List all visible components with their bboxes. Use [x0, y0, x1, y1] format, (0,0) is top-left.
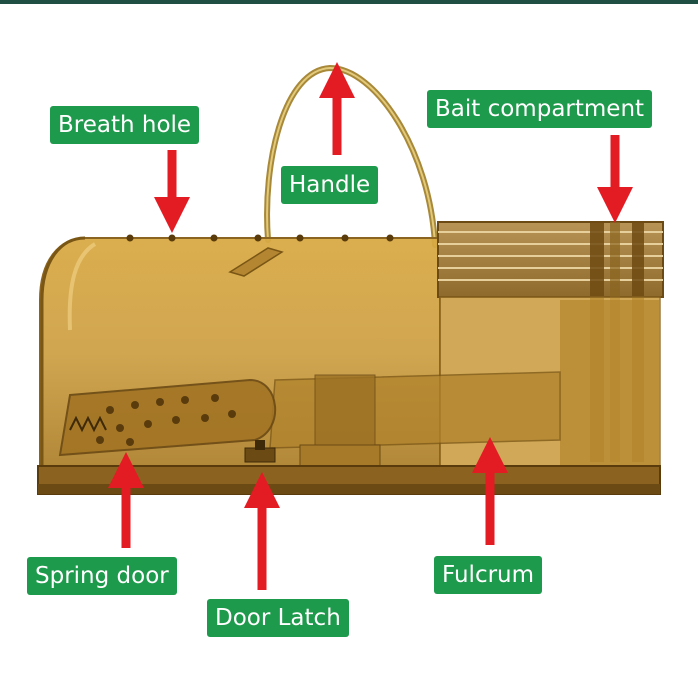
label-fulcrum: Fulcrum [434, 556, 543, 594]
label-spring-door: Spring door [27, 557, 177, 595]
label-handle: Handle [281, 166, 379, 204]
label-breath-hole: Breath hole [50, 106, 200, 144]
spring-door-shape [58, 378, 277, 457]
top-border [0, 0, 698, 4]
label-bait-compartment: Bait compartment [427, 90, 653, 128]
floor-plates [269, 371, 561, 471]
arrows [108, 62, 633, 590]
door-latch-shape [244, 440, 276, 463]
label-door-latch: Door Latch [207, 599, 349, 637]
breath-holes [126, 234, 394, 242]
